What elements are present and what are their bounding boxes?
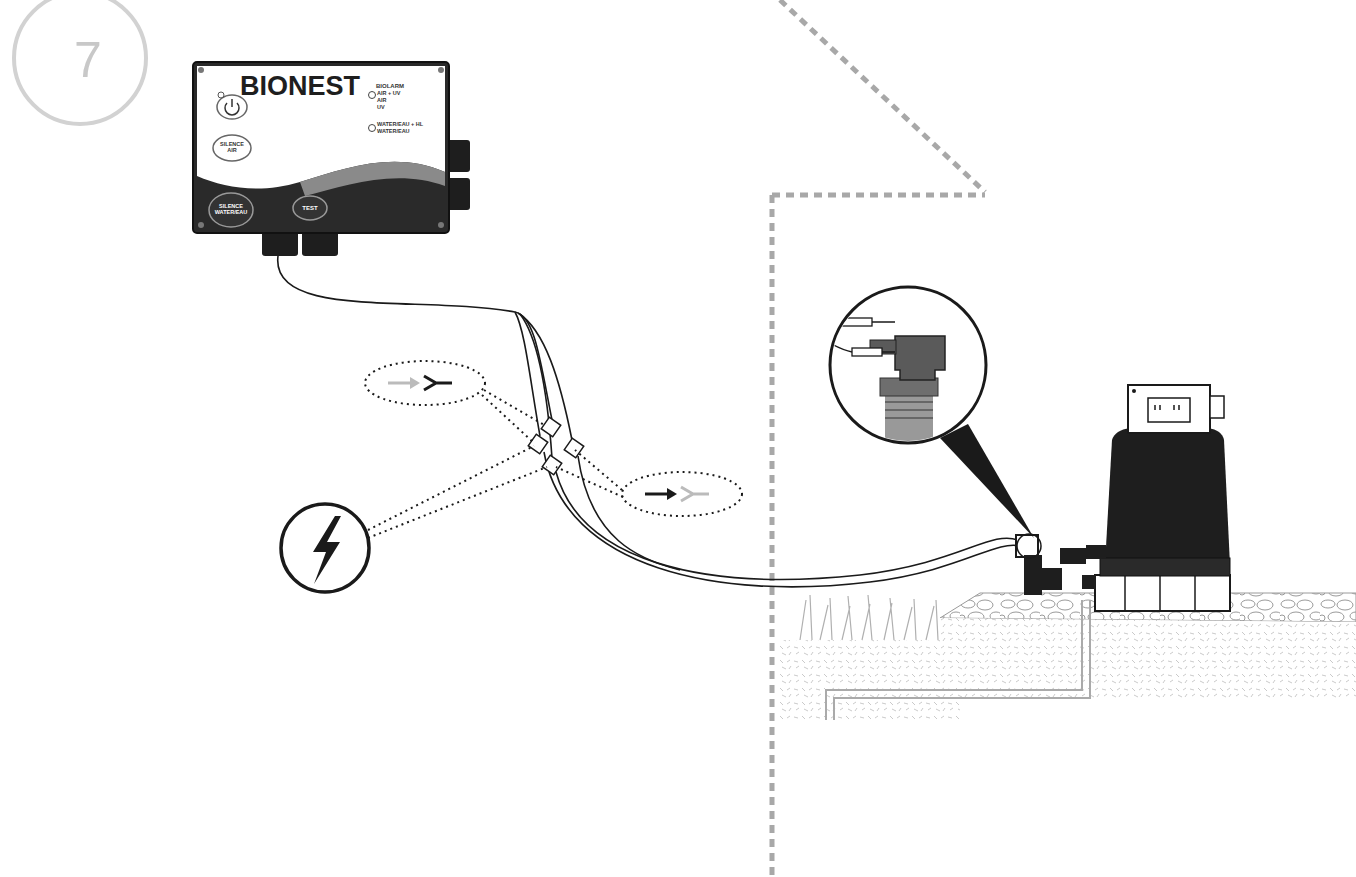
button-label: SILENCE WATER/EAU: [214, 204, 248, 216]
step-number: 7: [58, 34, 118, 87]
alarm-panel: [193, 62, 470, 256]
step-circle: [14, 0, 146, 124]
brand-logo: BIONEST: [235, 72, 365, 100]
zoom-detail: [780, 287, 986, 455]
led-label: WATER/EAU + HL: [377, 122, 435, 128]
led-label: WATER/EAU: [377, 129, 435, 135]
leader-line: [365, 361, 742, 538]
ground: [780, 593, 1356, 720]
led-label: AIR: [377, 98, 423, 104]
led-label: UV: [377, 105, 423, 111]
wire-nut: [528, 417, 583, 474]
water-sensor: [940, 424, 1086, 595]
button-label: TEST: [297, 205, 323, 211]
button-label: SILENCE AIR: [218, 142, 246, 154]
connector-symbol: [388, 376, 709, 501]
electricity-symbol: [281, 504, 369, 592]
product-name: BIOLARM: [376, 83, 416, 89]
wire: [278, 256, 1020, 587]
led-label: AIR + UV: [377, 91, 423, 97]
blower-unit: [1082, 385, 1230, 611]
